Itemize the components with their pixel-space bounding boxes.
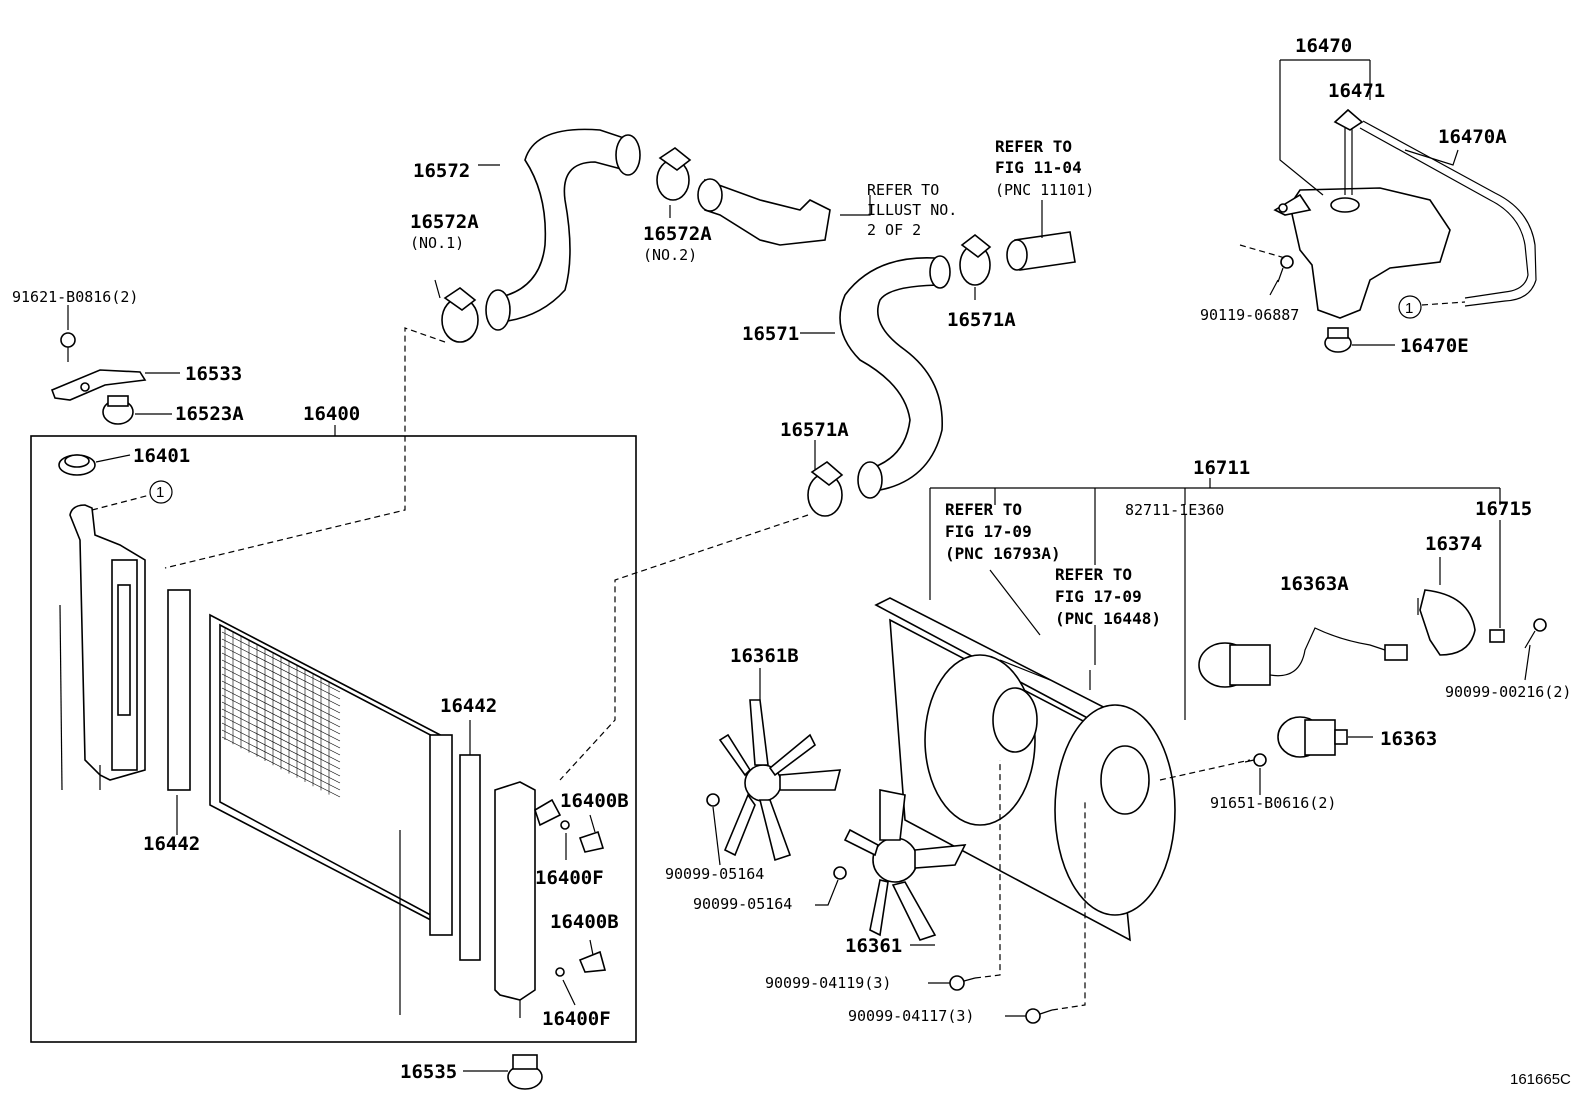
label-82711-1E360: 82711-1E360 xyxy=(1125,501,1224,519)
refer-1104-line1: REFER TO xyxy=(995,137,1072,156)
label-16571A-bottom: 16571A xyxy=(780,419,849,441)
refer-1104-line2: FIG 11-04 xyxy=(995,158,1082,177)
callout-1-radiator: 1 xyxy=(156,484,164,501)
seal-16442-right xyxy=(459,754,481,961)
label-16363A: 16363A xyxy=(1280,573,1349,595)
label-16400F-top: 16400F xyxy=(535,867,604,889)
fan-motor-16363 xyxy=(1277,716,1348,758)
label-90099-05164-b: 90099-05164 xyxy=(693,895,792,913)
cushion-16523A xyxy=(102,395,134,425)
refer-1709a-line3: (PNC 16793A) xyxy=(945,544,1061,563)
cushion-16535 xyxy=(507,1054,543,1090)
label-16572A-no2-note: (NO.2) xyxy=(643,246,697,264)
refer-illust-line3: 2 OF 2 xyxy=(867,221,921,239)
label-90099-05164-a: 90099-05164 xyxy=(665,865,764,883)
lower-hose-16571 xyxy=(839,255,951,499)
hose-clamp-16571A-top xyxy=(959,233,992,286)
upper-hose-16572 xyxy=(485,128,641,331)
label-16400F-bottom: 16400F xyxy=(542,1008,611,1030)
label-16470A: 16470A xyxy=(1438,126,1507,148)
refer-1104-line3: (PNC 11101) xyxy=(995,181,1094,199)
label-16442-right: 16442 xyxy=(440,695,497,717)
reservoir-tank-16470 xyxy=(1273,187,1451,319)
fan-16361B xyxy=(718,699,842,862)
hose-clamp-16571A-bottom xyxy=(807,460,844,517)
label-16363: 16363 xyxy=(1380,728,1437,750)
label-16401: 16401 xyxy=(133,445,190,467)
label-16572: 16572 xyxy=(413,160,470,182)
label-90099-04117: 90099-04117(3) xyxy=(848,1007,974,1025)
clip-16715 xyxy=(1489,629,1505,643)
refer-illust-line1: REFER TO xyxy=(867,181,939,199)
nut-90099-05164-a xyxy=(706,793,720,807)
fan-bracket-16374 xyxy=(1417,589,1476,656)
seal-16442-left xyxy=(167,589,191,791)
refer-1709a-line1: REFER TO xyxy=(945,500,1022,519)
reservoir-cap-16471 xyxy=(1333,108,1364,195)
overflow-hose-16470A xyxy=(1359,120,1537,307)
label-16572A-no2: 16572A xyxy=(643,223,712,245)
label-90099-00216: 90099-00216(2) xyxy=(1445,683,1571,701)
radiator-assembly-box xyxy=(30,435,637,1043)
label-16400: 16400 xyxy=(303,403,360,425)
water-outlet-pipe xyxy=(697,178,831,246)
refer-1709b-line3: (PNC 16448) xyxy=(1055,609,1161,628)
label-16711: 16711 xyxy=(1193,457,1250,479)
label-16535: 16535 xyxy=(400,1061,457,1083)
label-16571A-top: 16571A xyxy=(947,309,1016,331)
label-16400B-top: 16400B xyxy=(560,790,629,812)
label-16442-left: 16442 xyxy=(143,833,200,855)
drain-plug-16400B-top xyxy=(578,830,605,853)
hose-clamp-16572A-no1 xyxy=(441,287,479,343)
bolt-91651-B0616 xyxy=(1244,753,1267,767)
refer-1709b-line1: REFER TO xyxy=(1055,565,1132,584)
radiator-right-tank xyxy=(494,781,562,1018)
radiator-cap-16401 xyxy=(58,454,96,476)
refer-1709a-line2: FIG 17-09 xyxy=(945,522,1032,541)
label-91621-B0816: 91621-B0816(2) xyxy=(12,288,138,306)
label-16374: 16374 xyxy=(1425,533,1482,555)
bolt-91621-B0816 xyxy=(60,332,76,362)
hose-clamp-16572A-no2 xyxy=(656,147,692,201)
label-16470E: 16470E xyxy=(1400,335,1469,357)
label-16533: 16533 xyxy=(185,363,242,385)
label-91651-B0616: 91651-B0616(2) xyxy=(1210,794,1336,812)
label-16523A: 16523A xyxy=(175,403,244,425)
bolt-90099-04117 xyxy=(1025,1008,1053,1024)
nut-90099-05164-b xyxy=(833,866,847,880)
fan-motor-16363A xyxy=(1198,627,1408,688)
label-16571: 16571 xyxy=(742,323,799,345)
engine-pipe-ref xyxy=(1006,200,1076,271)
refer-illust-line2: ILLUST NO. xyxy=(867,201,957,219)
bolt-90119-06887 xyxy=(1277,255,1294,283)
label-90099-04119: 90099-04119(3) xyxy=(765,974,891,992)
callout-1-tank: 1 xyxy=(1405,300,1413,317)
refer-1709b-line2: FIG 17-09 xyxy=(1055,587,1142,606)
fan-shroud-16711 xyxy=(874,597,1176,942)
label-16572A-no1: 16572A xyxy=(410,211,479,233)
label-16715: 16715 xyxy=(1475,498,1532,520)
label-90119-06887: 90119-06887 xyxy=(1200,306,1299,324)
cushion-16470E xyxy=(1324,327,1352,353)
figure-code: 161665C xyxy=(1510,1071,1571,1088)
label-16471: 16471 xyxy=(1328,80,1385,102)
label-16572A-no1-note: (NO.1) xyxy=(410,234,464,252)
radiator-left-tank xyxy=(69,504,146,790)
fan-16361 xyxy=(843,789,967,941)
radiator-core xyxy=(209,613,451,932)
bolt-90099-04119 xyxy=(949,975,976,991)
label-16361B: 16361B xyxy=(730,645,799,667)
bracket-16533 xyxy=(50,369,147,401)
label-16361: 16361 xyxy=(845,935,902,957)
label-16470: 16470 xyxy=(1295,35,1352,57)
label-16400B-bottom: 16400B xyxy=(550,911,619,933)
bolt-90099-00216 xyxy=(1524,618,1547,649)
